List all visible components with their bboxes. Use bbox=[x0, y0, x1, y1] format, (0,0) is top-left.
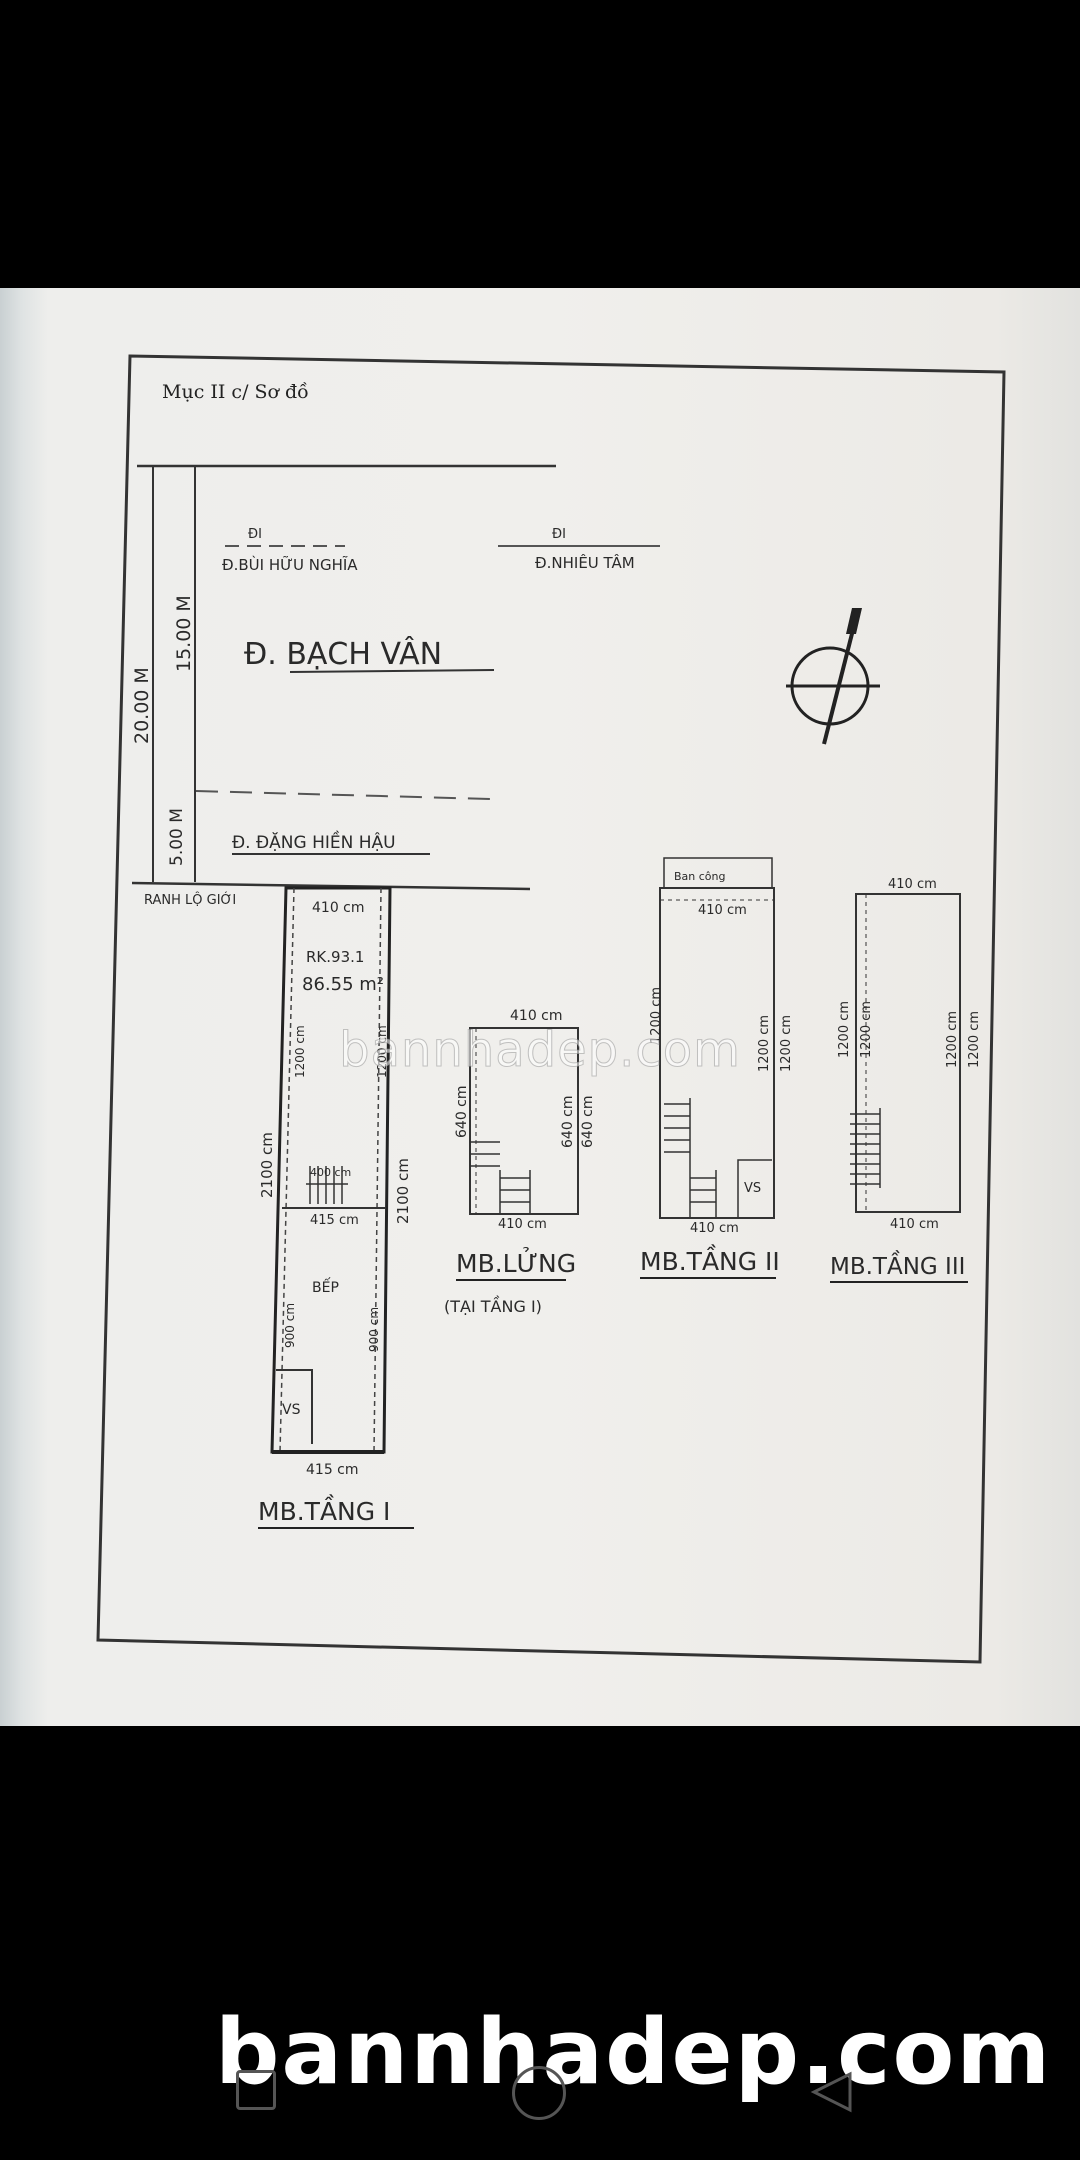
floor3-right-len: 1200 cm bbox=[945, 1011, 960, 1068]
street-left-label: Đ.BÙI HỮU NGHĨA bbox=[222, 555, 358, 574]
floor1-bottom-width: 415 cm bbox=[306, 1462, 359, 1478]
floor1-parcel: RK.93.1 bbox=[306, 948, 364, 966]
floor3-left-len: 1200 cm bbox=[837, 1001, 852, 1058]
dim-road-total: 20.00 M bbox=[131, 667, 153, 744]
back-arrow-icon bbox=[810, 2071, 852, 2113]
north-arrow-icon bbox=[786, 608, 880, 745]
floor1-kitchen: BẾP bbox=[312, 1277, 339, 1296]
site-plan-sheet: Mục II c/ Sơ đồ ĐI Đ.BÙI HỮU NGHĨA ĐI Đ.… bbox=[96, 354, 1006, 1664]
floor1-inner-lower: 900 cm bbox=[283, 1303, 297, 1348]
mezz-right-len: 640 cm bbox=[560, 1095, 576, 1148]
floor1-inner-upper-right: 1200 cm bbox=[375, 1025, 389, 1078]
floor2-left-len: 1200 cm bbox=[649, 987, 664, 1044]
dim-sidewalk: 5.00 M bbox=[167, 808, 187, 866]
mezz-subtitle: (TẠI TẦNG I) bbox=[444, 1295, 542, 1316]
floor2-bottom-width: 410 cm bbox=[690, 1221, 739, 1236]
street-front-label: Đ. ĐẶNG HIỀN HẬU bbox=[232, 829, 396, 853]
floor2-right-len: 1200 cm bbox=[757, 1015, 772, 1072]
floor1-title: MB.TẦNG I bbox=[258, 1494, 390, 1526]
floor1-right-len: 2100 cm bbox=[394, 1158, 412, 1224]
floor3-right-len-2: 1200 cm bbox=[967, 1011, 982, 1068]
street-main-label: Đ. BẠCH VÂN bbox=[244, 636, 442, 672]
mezz-top-width: 410 cm bbox=[510, 1008, 563, 1024]
sheet-heading: Mục II c/ Sơ đồ bbox=[162, 381, 309, 403]
floor3-title: MB.TẦNG III bbox=[830, 1250, 965, 1280]
floor2-wc: VS bbox=[744, 1181, 761, 1196]
floor2-top-width: 410 cm bbox=[698, 903, 747, 918]
drawing-frame bbox=[96, 354, 1006, 1664]
floor1-stair-width: 400 cm bbox=[310, 1166, 351, 1179]
floor2-right-len-2: 1200 cm bbox=[779, 1015, 794, 1072]
watermark-text: bannhadep.com bbox=[339, 1022, 741, 1079]
street-main-underline bbox=[289, 669, 495, 673]
floor1-plan: 410 cm RK.93.1 86.55 m² 2100 cm 2100 cm … bbox=[258, 886, 414, 1529]
mezz-title: MB.LỬNG bbox=[456, 1247, 576, 1278]
floor3-bottom-width: 410 cm bbox=[890, 1217, 939, 1232]
mezz-bottom-width: 410 cm bbox=[498, 1217, 547, 1232]
recent-apps-button[interactable] bbox=[236, 2070, 276, 2110]
floor1-inner-lower-right: 900 cm bbox=[367, 1307, 381, 1352]
home-button[interactable] bbox=[512, 2066, 566, 2120]
floor1-mid-width: 415 cm bbox=[310, 1213, 359, 1228]
back-button[interactable] bbox=[810, 2070, 854, 2114]
scanned-plan-photo: Mục II c/ Sơ đồ ĐI Đ.BÙI HỮU NGHĨA ĐI Đ.… bbox=[0, 288, 1080, 1726]
street-right-label: Đ.NHIÊU TÂM bbox=[535, 553, 635, 572]
mezzanine-plan: 410 cm 640 cm 640 cm 640 cm 410 cm MB.LỬ… bbox=[444, 1008, 596, 1316]
floor3-plan: 410 cm 1200 cm 1200 cm 1200 cm 1200 cm 4… bbox=[830, 877, 982, 1283]
floor1-wc: VS bbox=[282, 1402, 301, 1418]
floor1-left-len: 2100 cm bbox=[258, 1132, 276, 1198]
footer-logo-text: bannhadep.com bbox=[215, 2000, 1053, 2105]
road-centerline bbox=[195, 790, 491, 800]
floor1-top-width: 410 cm bbox=[312, 900, 365, 916]
floor3-left-len-2: 1200 cm bbox=[859, 1001, 874, 1058]
mezz-left-len: 640 cm bbox=[454, 1085, 470, 1138]
boundary-label: RANH LỘ GIỚI bbox=[144, 892, 236, 908]
street-left-prefix: ĐI bbox=[248, 527, 262, 542]
floor2-balcony: Ban công bbox=[674, 870, 726, 883]
mezz-right-len-2: 640 cm bbox=[580, 1095, 596, 1148]
street-right-prefix: ĐI bbox=[552, 527, 566, 542]
dim-road-width: 15.00 M bbox=[173, 595, 195, 672]
floor1-area: 86.55 m² bbox=[302, 974, 384, 995]
floor2-plan: Ban công 410 cm 1200 cm 1200 cm 1200 cm … bbox=[640, 857, 794, 1279]
floor3-top-width: 410 cm bbox=[888, 877, 937, 892]
floor1-inner-upper: 1200 cm bbox=[293, 1025, 307, 1078]
floor2-title: MB.TẦNG II bbox=[640, 1244, 780, 1276]
road-bottom-line bbox=[131, 881, 531, 891]
